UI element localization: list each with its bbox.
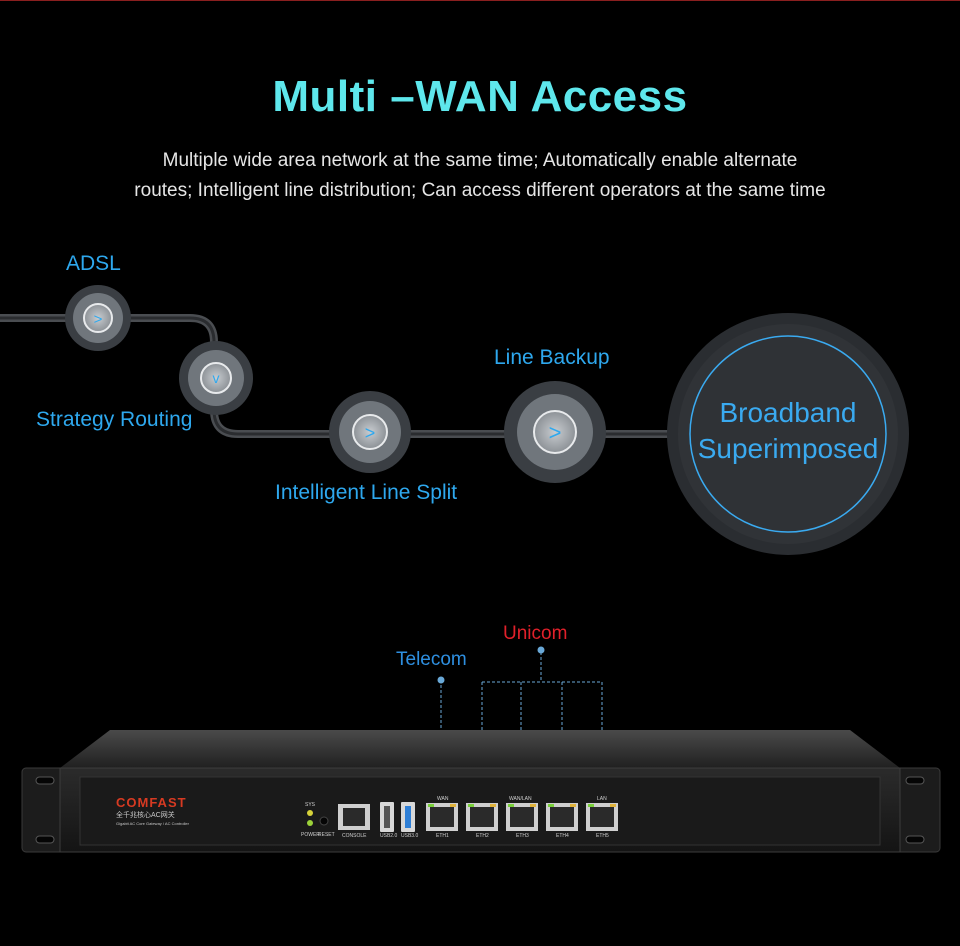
- unicom-connector-dot: [537, 646, 545, 654]
- group-label-wan: WAN: [437, 796, 449, 802]
- usb3-port-slot: [405, 806, 411, 828]
- telecom-connector-dot: [437, 676, 445, 684]
- page-subtitle: Multiple wide area network at the same t…: [90, 146, 870, 206]
- isp-label-telecom: Telecom: [396, 649, 467, 670]
- eth-port-5: [586, 803, 618, 831]
- page-title: Multi –WAN Access: [272, 72, 688, 121]
- rack-hole: [35, 776, 55, 785]
- eth-port-4: [546, 803, 578, 831]
- destination-label: Broadband Superimposed: [668, 395, 908, 467]
- rack-hole: [905, 776, 925, 785]
- chevron-right-icon: >: [549, 420, 562, 445]
- rack-hole: [905, 835, 925, 844]
- chassis-top: [60, 730, 900, 768]
- node-label-adsl: ADSL: [66, 252, 121, 275]
- brand-subtitle: 全千兆核心AC网关 Gigabit AC Core Gateway / AC C…: [116, 810, 189, 826]
- port-label-eth5: ETH5: [596, 833, 609, 839]
- subtitle-line-2: routes; Intelligent line distribution; C…: [134, 180, 826, 201]
- eth-port-3: [506, 803, 538, 831]
- node-label-strategy-routing: Strategy Routing: [36, 408, 193, 431]
- port-label-eth4: ETH4: [556, 833, 569, 839]
- sys-led: [307, 810, 313, 816]
- chevron-right-icon: >: [94, 311, 103, 328]
- chevron-right-icon: >: [365, 423, 376, 443]
- router-device: [21, 646, 941, 853]
- destination-label-line-1: Broadband: [719, 397, 857, 428]
- port-label-eth1: ETH1: [436, 833, 449, 839]
- rack-hole: [35, 835, 55, 844]
- routing-flow-diagram: > v > >: [0, 285, 909, 555]
- reset-button[interactable]: [319, 816, 329, 826]
- node-label-intelligent-line-split: Intelligent Line Split: [275, 481, 458, 504]
- eth-port-2: [466, 803, 498, 831]
- destination-label-line-2: Superimposed: [697, 433, 879, 464]
- indicator-label-power: POWER: [301, 832, 320, 838]
- power-led: [307, 820, 313, 826]
- broadband-superimposed-circle: [667, 313, 909, 555]
- eth-port-1: [426, 803, 458, 831]
- brand-tagline: Gigabit AC Core Gateway / AC Controller: [116, 821, 189, 826]
- indicator-label-sys: SYS: [305, 802, 316, 808]
- flow-node-intelligent-line-split: >: [329, 391, 411, 473]
- port-label-eth3: ETH3: [516, 833, 529, 839]
- port-label-console: CONSOLE: [342, 833, 367, 839]
- usb2-port-slot: [384, 806, 390, 828]
- flow-node-line-backup: >: [504, 381, 606, 483]
- brand-logo: COMFAST: [116, 795, 187, 810]
- chevron-down-icon: v: [213, 370, 220, 386]
- brand-subtitle-chinese: 全千兆核心AC网关: [116, 812, 175, 819]
- port-label-eth2: ETH2: [476, 833, 489, 839]
- port-label-usb2: USB2.0: [380, 833, 398, 839]
- console-port-socket: [343, 808, 365, 826]
- port-label-usb3: USB3.0: [401, 833, 419, 839]
- node-label-line-backup: Line Backup: [494, 346, 610, 369]
- flow-node-adsl: >: [65, 285, 131, 351]
- subtitle-line-1: Multiple wide area network at the same t…: [162, 150, 798, 171]
- indicator-label-reset: RESET: [318, 832, 335, 838]
- flow-node-strategy-routing: v: [179, 341, 253, 415]
- group-label-wan-lan: WAN/LAN: [509, 796, 532, 802]
- group-label-lan: LAN: [597, 796, 607, 802]
- isp-label-unicom: Unicom: [503, 623, 568, 644]
- top-divider-line: [0, 0, 960, 1]
